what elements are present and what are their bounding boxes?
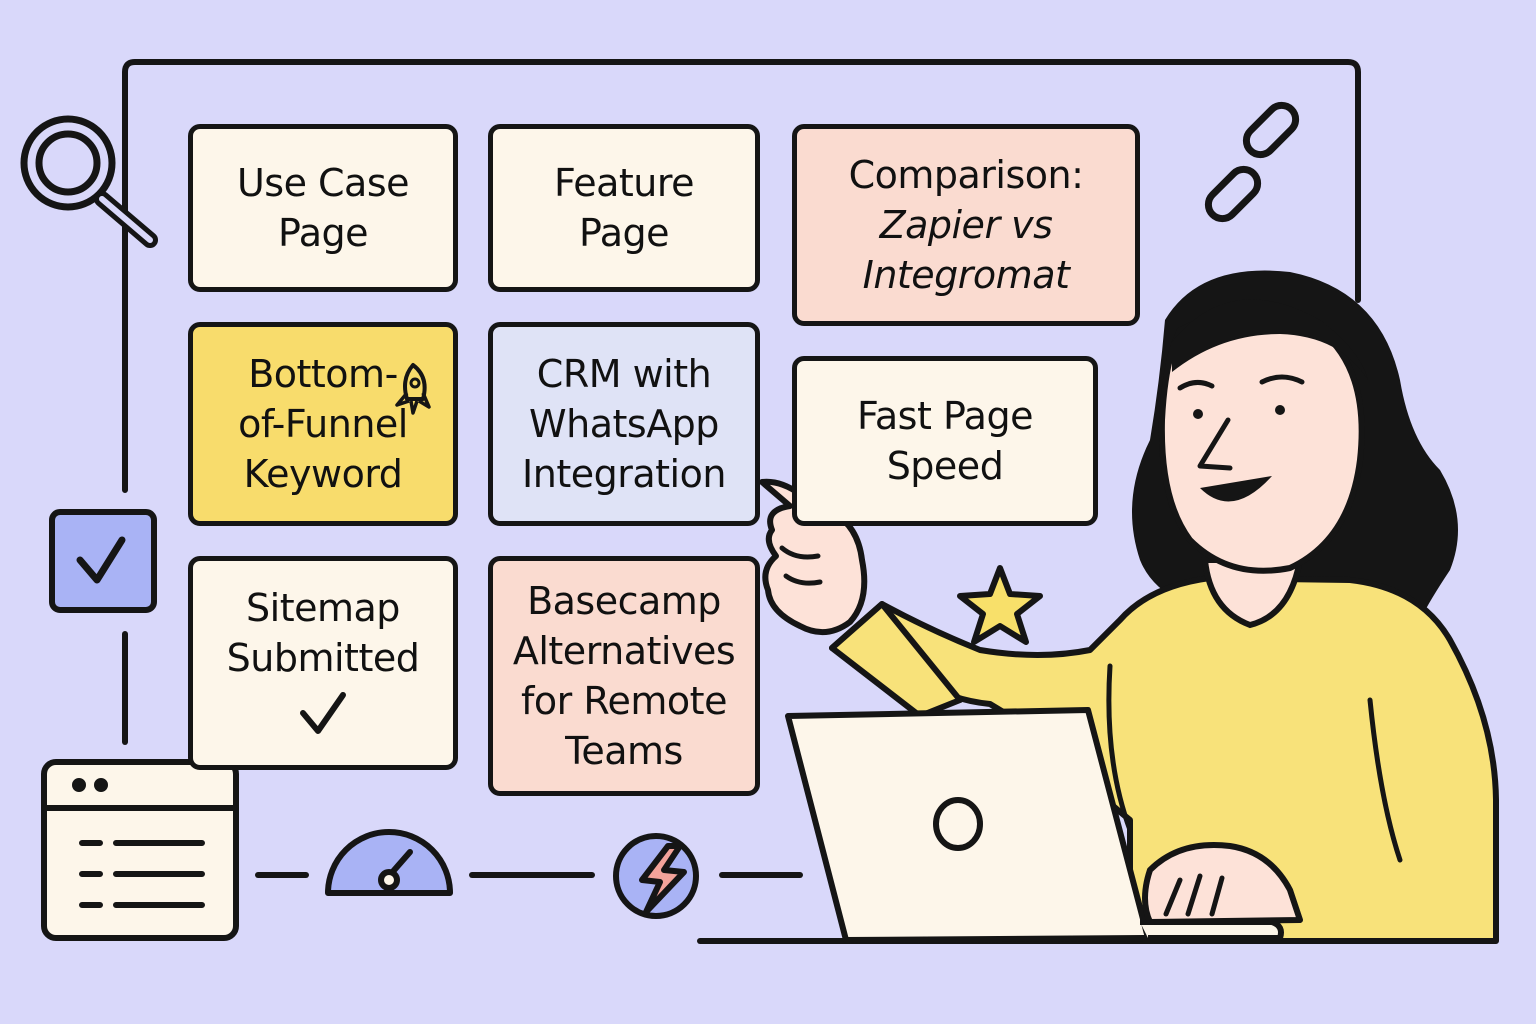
check-icon [300,692,346,734]
card-line: Integration [522,452,726,496]
card-line: Fast Page [857,394,1033,438]
link-icon [1204,101,1300,223]
laptop [785,707,1303,943]
star-icon [957,565,1043,645]
card-line: Use Case [236,161,410,205]
card-line: Integromat [862,253,1070,297]
speedometer-icon [325,829,453,896]
frame-line [122,59,1361,493]
checkbox-icon [49,509,157,613]
lightning-icon [613,833,699,919]
laptop-logo [933,797,983,851]
card-comparison: Comparison: Zapier vs Integromat [792,124,1140,326]
card-line: of-Funnel [238,402,408,446]
laptop-screen [785,707,1151,943]
card-line: Teams [565,729,683,773]
card-sitemap-submitted: Sitemap Submitted [188,556,458,770]
card-line: Keyword [243,452,403,496]
card-feature-page: Feature Page [488,124,760,292]
card-line: Feature [553,161,695,205]
woman-character [759,270,1499,944]
card-basecamp-alternatives: Basecamp Alternatives for Remote Teams [488,556,760,796]
card-line: Zapier vs [879,203,1053,247]
rocket-icon [395,363,431,415]
browser-window-icon [41,759,239,941]
card-line: Alternatives [512,629,736,673]
card-line: Submitted [226,636,420,680]
card-line: Page [278,211,369,255]
card-line: for Remote [521,679,727,723]
card-line: Page [579,211,670,255]
magnifier-icon [20,115,158,248]
card-line: CRM with [536,352,712,396]
card-bottom-of-funnel-keyword: Bottom- of-Funnel Keyword [188,322,458,526]
card-line: WhatsApp [529,402,719,446]
card-fast-page-speed: Fast Page Speed [792,356,1098,526]
card-line: Comparison: [848,153,1084,197]
card-line: Sitemap [246,586,400,630]
card-line: Speed [886,444,1004,488]
card-line: Bottom- [248,352,398,396]
card-crm-whatsapp-integration: CRM with WhatsApp Integration [488,322,760,526]
card-use-case-page: Use Case Page [188,124,458,292]
card-line: Basecamp [527,579,721,623]
